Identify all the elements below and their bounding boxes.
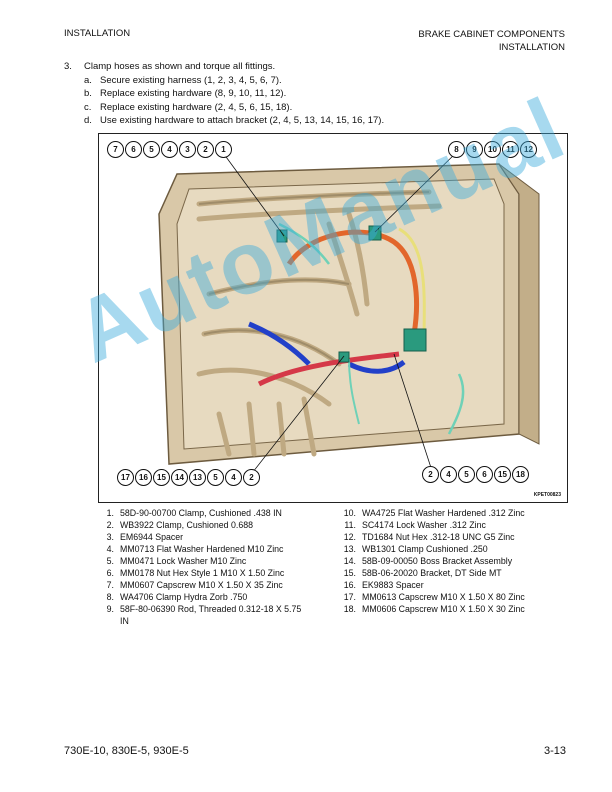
footer-models: 730E-10, 830E-5, 930E-5 — [64, 745, 189, 757]
callouts-top-left: 7 6 5 4 3 2 1 — [107, 141, 232, 158]
callouts-bottom-right: 2 4 5 6 15 18 — [422, 466, 529, 483]
part-item: 13.WB1301 Clamp Cushioned .250 — [343, 544, 488, 554]
brake-cabinet-illustration: 7 6 5 4 3 2 1 8 9 10 11 12 17 16 15 14 1… — [98, 133, 568, 503]
callouts-top-right: 8 9 10 11 12 — [448, 141, 537, 158]
procedure-step: 3. Clamp hoses as shown and torque all fi… — [64, 60, 384, 128]
callout: 6 — [476, 466, 493, 483]
header-chapter-title: BRAKE CABINET COMPONENTS INSTALLATION — [418, 28, 565, 54]
substep: b.Replace existing hardware (8, 9, 10, 1… — [84, 88, 287, 99]
header-section-title: INSTALLATION — [64, 28, 131, 39]
callout: 17 — [117, 469, 134, 486]
part-item: 8.WA4706 Clamp Hydra Zorb .750 — [106, 592, 248, 602]
figure-id: KPET00823 — [533, 492, 561, 498]
part-item: 11.SC4174 Lock Washer .312 Zinc — [344, 520, 486, 530]
callout: 6 — [125, 141, 142, 158]
cabinet-drawing — [158, 149, 540, 478]
part-item: 15.58B-06-20020 Bracket, DT Side MT — [343, 568, 502, 578]
callout: 15 — [153, 469, 170, 486]
substep: d.Use existing hardware to attach bracke… — [84, 115, 385, 126]
part-item: 9.58F-80-06390 Rod, Threaded 0.312-18 X … — [106, 604, 302, 626]
callout: 10 — [484, 141, 501, 158]
step-number: 3. — [64, 61, 72, 72]
footer-page-number: 3-13 — [543, 745, 566, 757]
part-item: 18.MM0606 Capscrew M10 X 1.50 X 30 Zinc — [343, 604, 525, 614]
callout: 5 — [207, 469, 224, 486]
part-item: 3.EM6944 Spacer — [106, 532, 184, 542]
substep: a.Secure existing harness (1, 2, 3, 4, 5… — [84, 74, 282, 86]
part-item: 14.58B-09-00050 Boss Bracket Assembly — [343, 556, 513, 566]
callout: 3 — [179, 141, 196, 158]
callout: 8 — [448, 141, 465, 158]
parts-list-right: 10.WA4725 Flat Washer Hardened .312 Zinc… — [338, 507, 578, 615]
step-text: Clamp hoses as shown and torque all fitt… — [84, 61, 276, 72]
part-item: 6.MM0178 Nut Hex Style 1 M10 X 1.50 Zinc — [106, 568, 285, 578]
callout: 14 — [171, 469, 188, 486]
part-item: 5.MM0471 Lock Washer M10 Zinc — [106, 556, 247, 566]
part-item: 16.EK9883 Spacer — [343, 580, 424, 590]
callout: 2 — [422, 466, 439, 483]
callout: 7 — [107, 141, 124, 158]
substep: c.Replace existing hardware (2, 4, 5, 6,… — [84, 101, 293, 113]
part-item: 7.MM0607 Capscrew M10 X 1.50 X 35 Zinc — [106, 580, 283, 590]
part-item: 17.MM0613 Capscrew M10 X 1.50 X 80 Zinc — [343, 592, 525, 602]
callout: 5 — [458, 466, 475, 483]
callout: 4 — [440, 466, 457, 483]
callout: 2 — [243, 469, 260, 486]
callout: 2 — [197, 141, 214, 158]
header-right-line1: BRAKE CABINET COMPONENTS — [418, 29, 565, 40]
callout: 4 — [225, 469, 242, 486]
part-item: 4.MM0713 Flat Washer Hardened M10 Zinc — [106, 544, 284, 554]
header-right-line2: INSTALLATION — [498, 42, 565, 53]
callout: 1 — [215, 141, 232, 158]
callout: 13 — [189, 469, 206, 486]
part-item: 2.WB3922 Clamp, Cushioned 0.688 — [106, 520, 254, 530]
callout: 15 — [494, 466, 511, 483]
callout: 18 — [512, 466, 529, 483]
callout: 11 — [502, 141, 519, 158]
callout: 4 — [161, 141, 178, 158]
callout: 16 — [135, 469, 152, 486]
part-item: 12.TD1684 Nut Hex .312-18 UNC G5 Zinc — [343, 532, 515, 542]
callout: 5 — [143, 141, 160, 158]
part-item: 1.58D-90-00700 Clamp, Cushioned .438 IN — [106, 508, 282, 518]
callouts-bottom-left: 17 16 15 14 13 5 4 2 — [117, 469, 260, 486]
parts-list-left: 1.58D-90-00700 Clamp, Cushioned .438 IN … — [96, 507, 306, 627]
part-item: 10.WA4725 Flat Washer Hardened .312 Zinc — [343, 508, 525, 518]
callout: 12 — [520, 141, 537, 158]
callout: 9 — [466, 141, 483, 158]
